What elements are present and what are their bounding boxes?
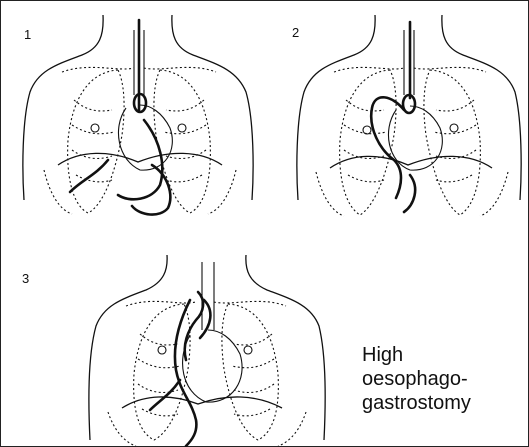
panel-2-torso-illustration <box>297 15 521 216</box>
panel-1-torso-illustration <box>23 15 253 215</box>
panel-3-torso-illustration <box>89 255 325 446</box>
